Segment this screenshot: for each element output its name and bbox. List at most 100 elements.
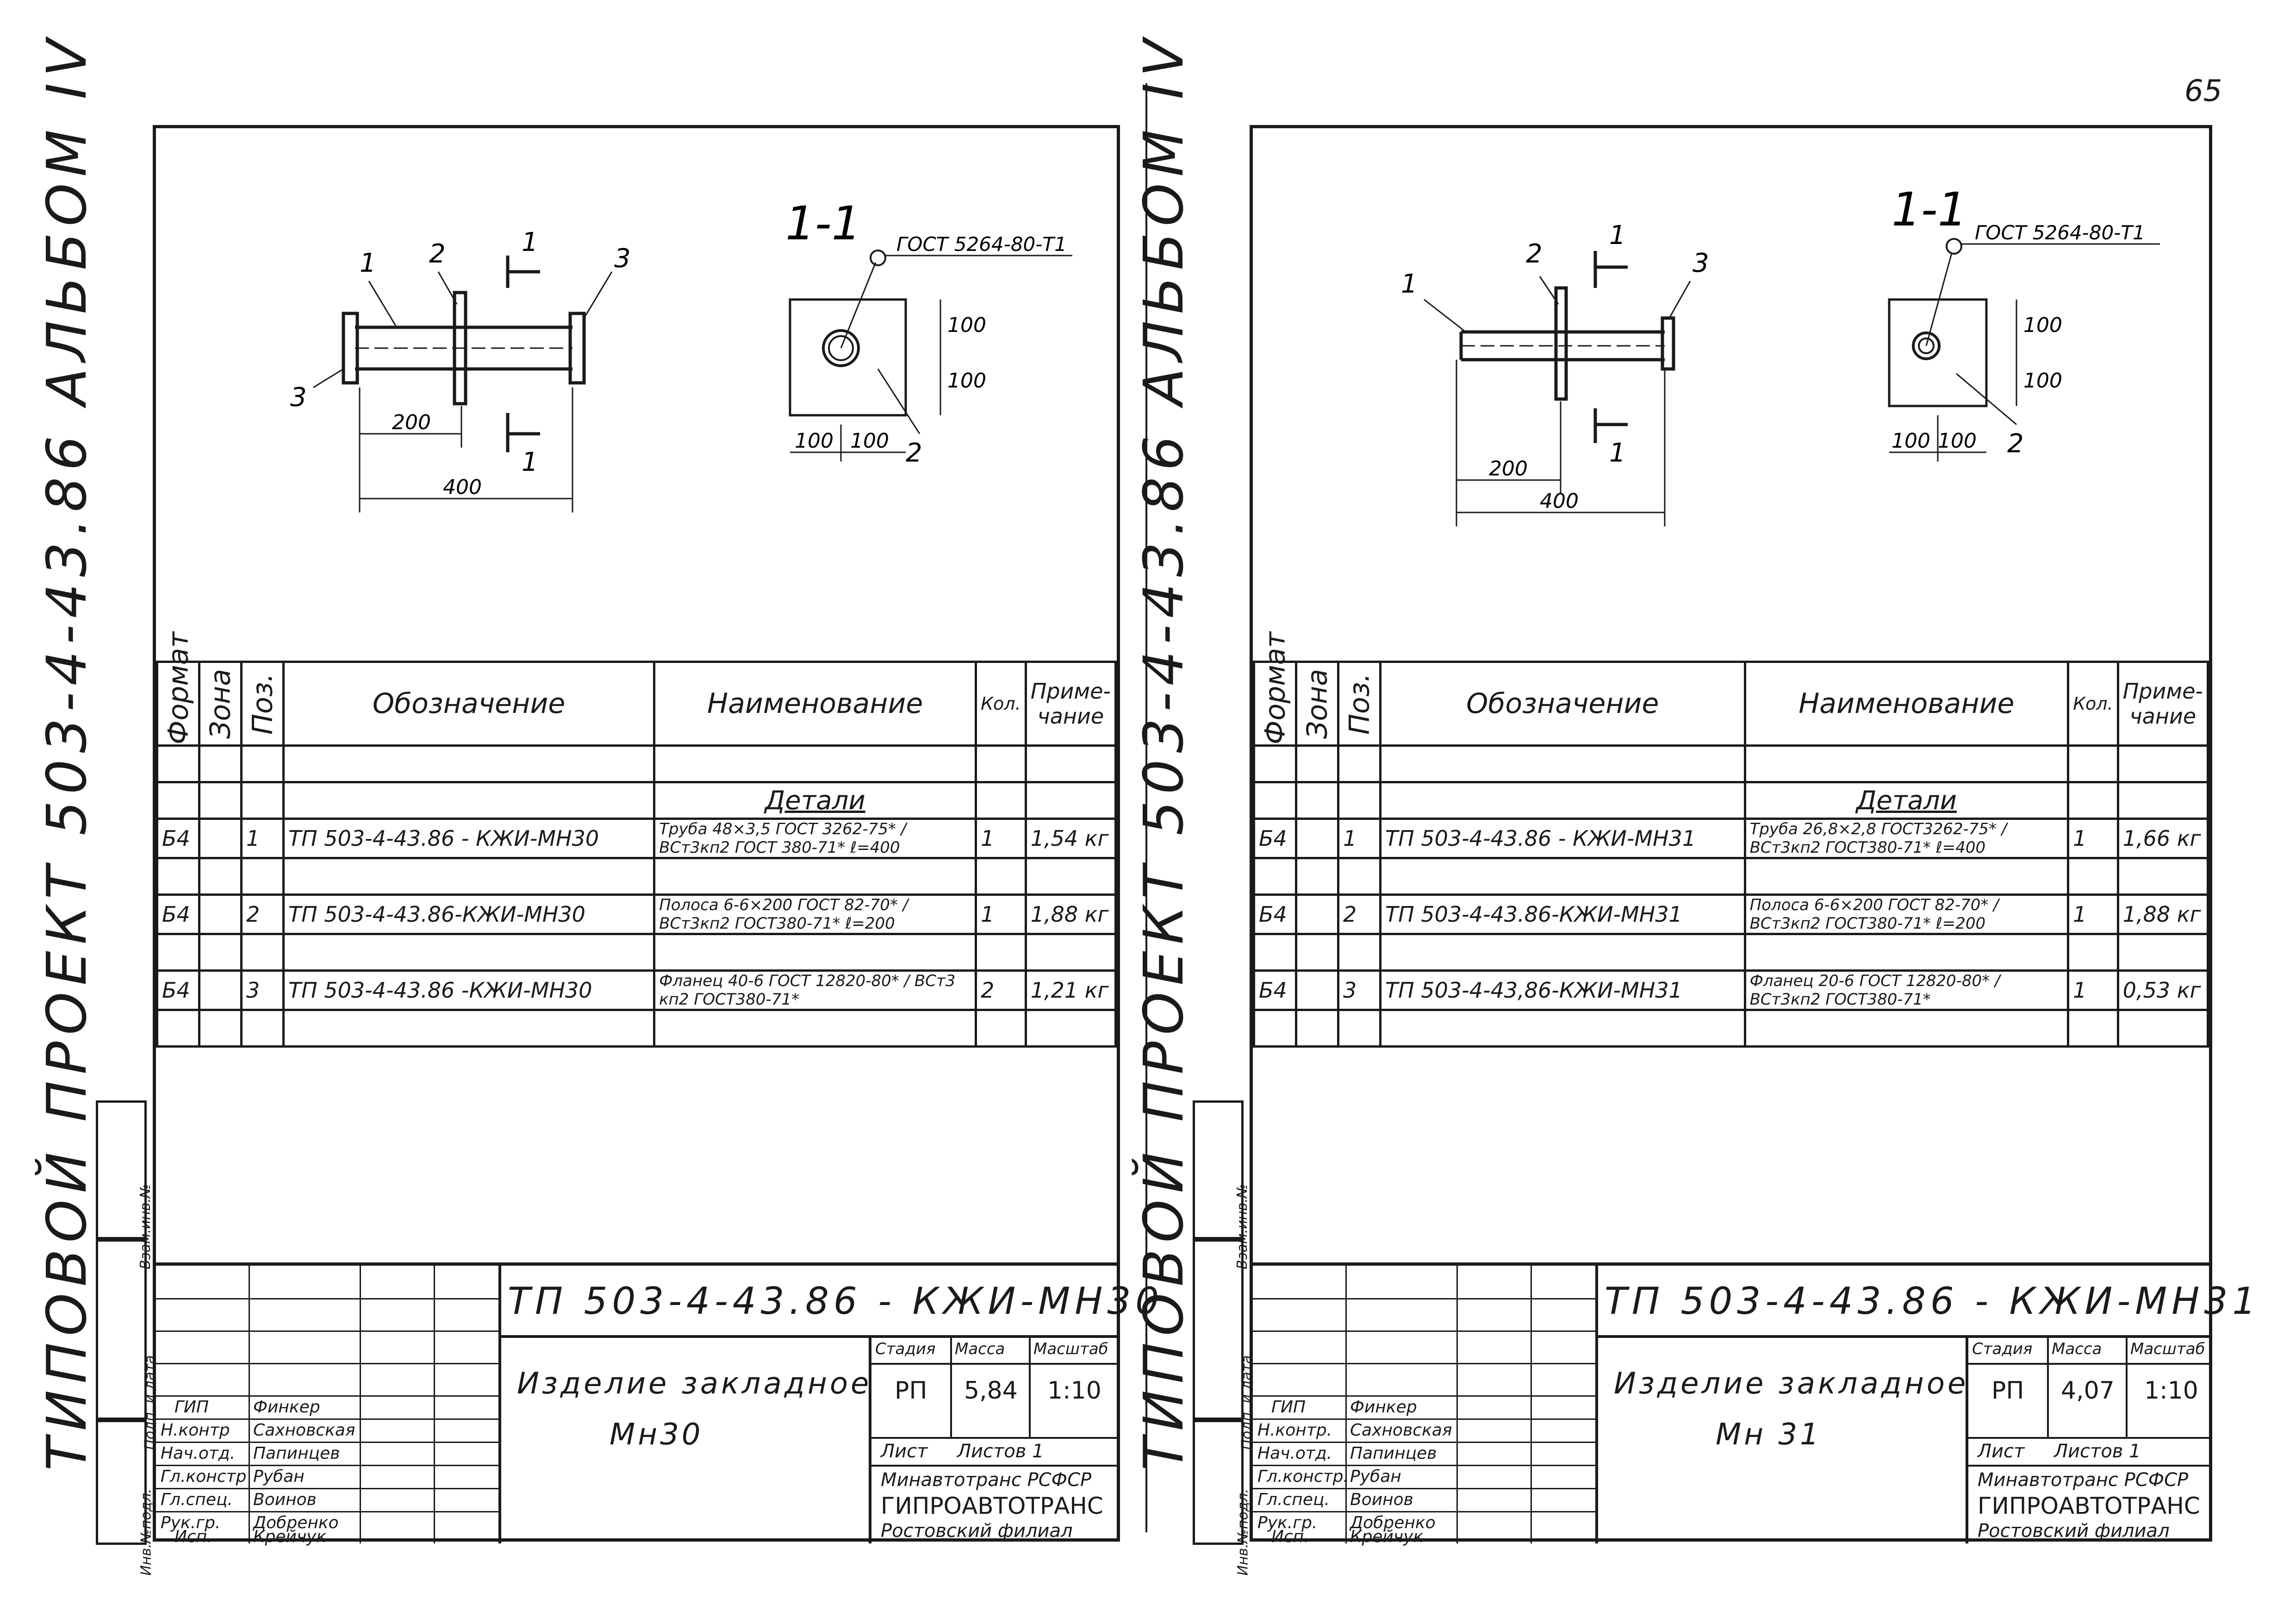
row-qty: 1: [975, 818, 1027, 859]
row-designation: ТП 503-4-43.86-КЖИ-МН30: [282, 893, 656, 935]
staff-name: Сахновская: [253, 1421, 355, 1440]
marker-pos-3b: 3: [290, 382, 307, 412]
section-label: 1-1: [1892, 182, 1967, 237]
marker-pos-2: 2: [1526, 239, 1543, 269]
role: Исп.: [1271, 1527, 1309, 1546]
staff-name: Сахновская: [1350, 1421, 1452, 1440]
col-designation: Обозначение: [1379, 661, 1746, 747]
scale-header: Масштаб: [2130, 1340, 2205, 1358]
col-note: Приме-чание: [1024, 661, 1117, 747]
row-format: Б4: [156, 969, 200, 1011]
org-ministry: Минавтотранс РСФСР: [881, 1469, 1092, 1491]
stamp-replace-inv: Взам.инв.№: [1193, 1100, 1251, 1269]
section-title: Детали: [1743, 781, 2070, 820]
mass-value: 4,07: [2061, 1377, 2115, 1405]
role: Н.контр.: [1257, 1421, 1332, 1440]
dim-400: 400: [443, 475, 482, 499]
col-pos: Поз.: [1338, 662, 1381, 746]
role: ГИП: [174, 1398, 209, 1417]
staff-name: Крейчук: [1350, 1527, 1424, 1546]
org-branch: Ростовский филиал: [881, 1520, 1073, 1542]
section-title: Детали: [653, 781, 977, 820]
role: Рук.гр.: [1257, 1513, 1318, 1532]
org-institute: ГИПРОАВТОТРАНС: [881, 1493, 1103, 1519]
staff-name: Финкер: [253, 1398, 320, 1417]
staff-name: Рубан: [253, 1467, 305, 1486]
title-block: ГИП Н.контр Нач.отд. Гл.констр Гл.спец. …: [156, 1262, 1159, 1546]
row-designation: ТП 503-4-43.86 -КЖИ-МН30: [282, 969, 656, 1011]
dim-100-b: 100: [850, 429, 889, 453]
stage-value: РП: [1991, 1377, 2024, 1405]
row-format: Б4: [156, 818, 200, 859]
role: Гл.спец.: [161, 1490, 233, 1509]
staff-grid: ГИП Н.контр. Нач.отд. Гл.констр. Гл.спец…: [1253, 1266, 1598, 1546]
row-designation: ТП 503-4-43,86-КЖИ-МН31: [1379, 969, 1746, 1011]
marker-pos-2b: 2: [2007, 429, 2024, 459]
staff-name: Добренко: [1350, 1513, 1436, 1532]
row-note: 0,53 кг: [2116, 969, 2209, 1011]
role: Гл.констр: [161, 1467, 247, 1486]
marker-pos-2b: 2: [906, 438, 922, 468]
stage-box: Стадия Масса Масштаб РП 4,07 1:10 Лист Л…: [1966, 1335, 2209, 1543]
row-note: 1,66 кг: [2116, 818, 2209, 859]
row-qty: 1: [2067, 893, 2119, 935]
row-name: Фланец 40-6 ГОСТ 12820-80* / ВСт3 кп2 ГО…: [653, 969, 977, 1011]
section-mark-bottom: 1: [522, 447, 538, 477]
staff-name: Воинов: [253, 1490, 317, 1509]
row-name: Фланец 20-6 ГОСТ 12820-80* / ВСт3кп2 ГОС…: [1743, 969, 2070, 1011]
marker-pos-3: 3: [614, 244, 631, 274]
role: Гл.констр.: [1257, 1467, 1349, 1486]
stage-box: Стадия Масса Масштаб РП 5,84 1:10 Лист Л…: [869, 1335, 1117, 1543]
weld-label: ГОСТ 5264-80-Т1: [896, 233, 1067, 256]
mass-header: Масса: [955, 1340, 1005, 1358]
row-name: Полоса 6-6×200 ГОСТ 82-70* / ВСт3кп2 ГОС…: [1743, 893, 2070, 935]
marker-pos-2: 2: [429, 239, 446, 269]
document-code: ТП 503-4-43.86 - КЖИ-МН30: [508, 1280, 1164, 1323]
staff-name: Добренко: [253, 1513, 339, 1532]
row-format: Б4: [1253, 818, 1297, 859]
sheet-label: Лист Листов 1: [1978, 1441, 2141, 1462]
drawing-sheet-left: ТИПОВОЙ ПРОЕКТ 503-4-43.86 АЛЬБОМ IV Вза…: [35, 33, 1159, 1576]
col-qty: Кол.: [2067, 661, 2119, 747]
dim-100-a: 100: [1892, 429, 1930, 453]
section-mark-top: 1: [1609, 220, 1626, 250]
col-zone: Зона: [1296, 662, 1338, 746]
dim-100-c: 100: [947, 313, 986, 337]
org-branch: Ростовский филиал: [1978, 1520, 2170, 1542]
row-format: Б4: [1253, 969, 1297, 1011]
scale-value: 1:10: [2144, 1377, 2198, 1405]
dim-100-c: 100: [2023, 313, 2062, 337]
stamp-replace-inv: Взам.инв.№: [96, 1100, 154, 1269]
row-designation: ТП 503-4-43.86-КЖИ-МН31: [1379, 893, 1746, 935]
dim-100-d: 100: [947, 369, 986, 393]
col-designation: Обозначение: [282, 661, 656, 747]
row-name: Полоса 6-6×200 ГОСТ 82-70* / ВСт3кп2 ГОС…: [653, 893, 977, 935]
role: Рук.гр.: [161, 1513, 221, 1532]
stage-header: Стадия: [875, 1340, 936, 1358]
section-mark-top: 1: [522, 227, 538, 257]
dim-200: 200: [392, 411, 431, 434]
staff-name: Папинцев: [1350, 1444, 1437, 1463]
col-qty: Кол.: [975, 661, 1027, 747]
stamp-inv-orig: Инв.№подл.: [96, 1420, 154, 1575]
role: Гл.спец.: [1257, 1490, 1330, 1509]
page-number: 65: [2184, 74, 2222, 108]
staff-name: Воинов: [1350, 1490, 1413, 1509]
role: ГИП: [1271, 1398, 1306, 1417]
scale-header: Масштаб: [1033, 1340, 1108, 1358]
specification-table: Формат Зона Поз. Обозначение Наименовани…: [156, 632, 1117, 1048]
title-block: ГИП Н.контр. Нач.отд. Гл.констр. Гл.спец…: [1253, 1262, 2256, 1546]
row-note: 1,54 кг: [1024, 818, 1117, 859]
assembly-drawing: 1 2 3 1 1 2 200 400 100 100 100 100 1-1 …: [1401, 182, 2160, 526]
stage-value: РП: [895, 1377, 927, 1405]
staff-grid: ГИП Н.контр Нач.отд. Гл.констр Гл.спец. …: [156, 1266, 501, 1546]
specification-table: Формат Зона Поз. Обозначение Наименовани…: [1253, 632, 2209, 1048]
col-name: Наименование: [653, 661, 977, 747]
section-label: 1-1: [785, 196, 861, 250]
staff-name: Рубан: [1350, 1467, 1401, 1486]
staff-name: Финкер: [1350, 1398, 1417, 1417]
role: Нач.отд.: [161, 1444, 236, 1463]
row-qty: 2: [975, 969, 1027, 1011]
row-pos: 3: [240, 969, 285, 1011]
